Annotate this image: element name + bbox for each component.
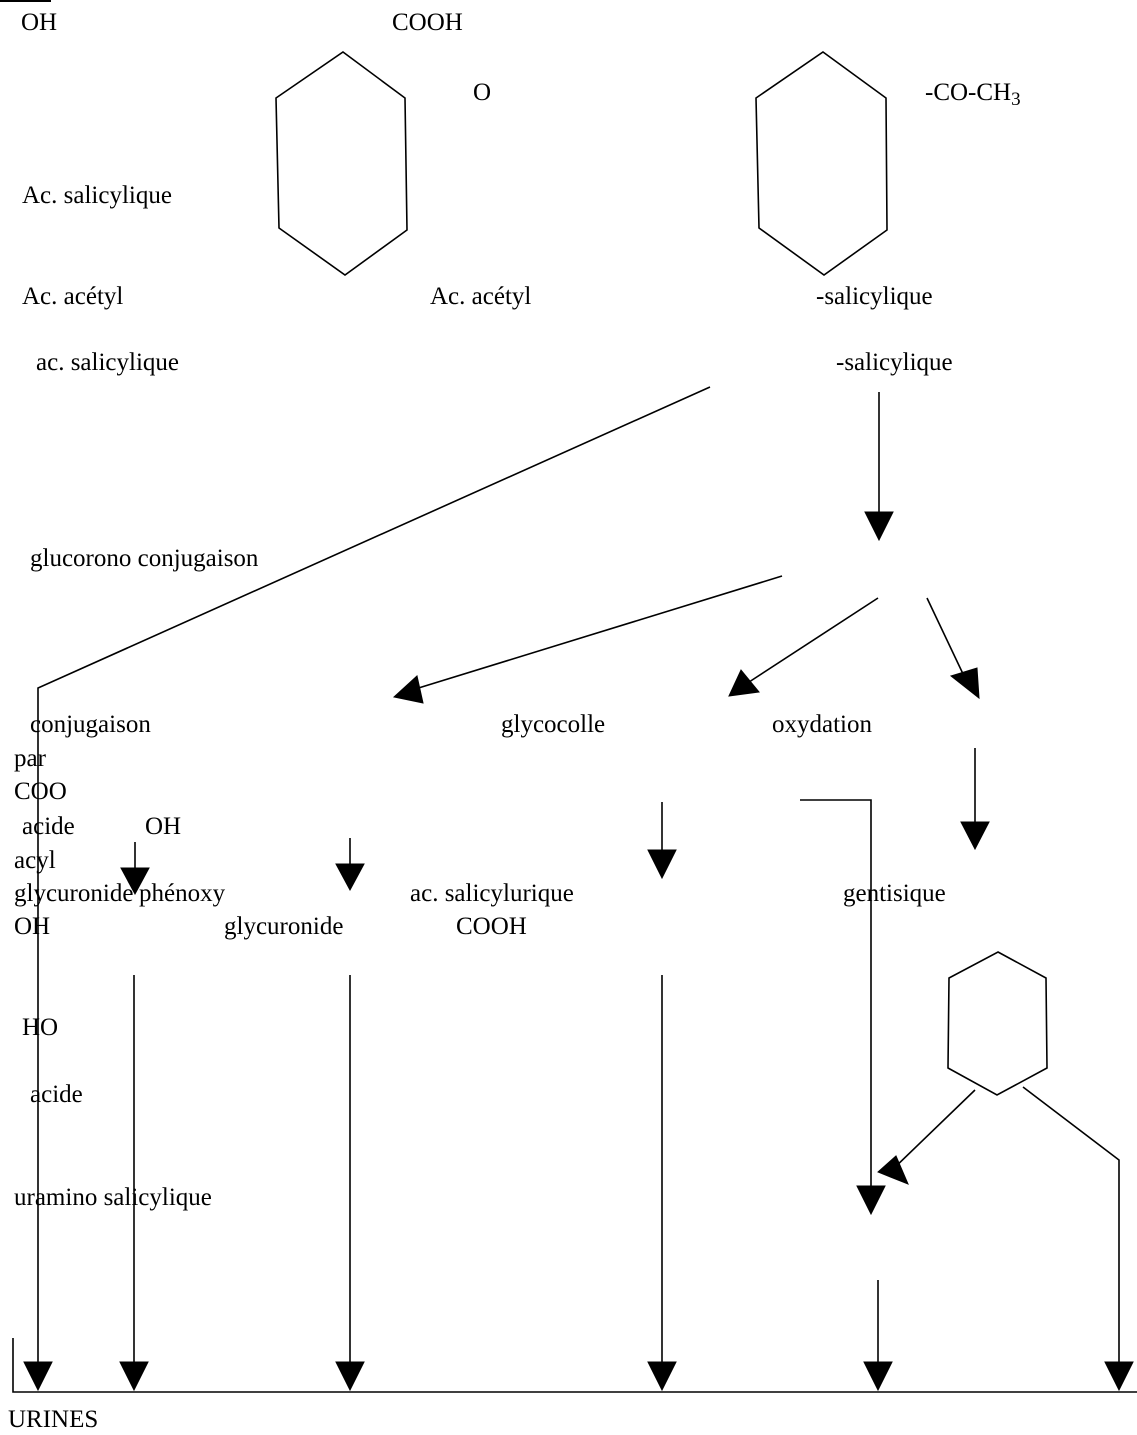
label-ac-acetyl-2: Ac. acétyl: [430, 283, 532, 310]
arrowhead-urines-6: [1104, 1361, 1134, 1392]
benzene-ring-acetylsalicylic: [755, 51, 888, 276]
arrowhead-urines-2: [119, 1361, 149, 1392]
label-coch3-sub: 3: [1011, 89, 1021, 110]
arrowhead-oxydation-down: [960, 821, 990, 851]
label-salicylique-2: -salicylique: [836, 349, 953, 376]
label-o-top: O: [473, 79, 492, 106]
label-ac-salicylique: Ac. salicylique: [22, 182, 172, 209]
label-acide-2: acide: [30, 1081, 83, 1108]
urines-baseline: [12, 1338, 1137, 1393]
label-acyl: acyl: [14, 847, 56, 874]
label-coch3: -CO-CH3: [925, 78, 1021, 110]
header-rule: [0, 0, 51, 2]
label-glycuronide-2: glycuronide: [224, 913, 344, 940]
label-oh-low: OH: [14, 913, 51, 940]
label-coo: COO: [14, 778, 67, 805]
label-oxydation: oxydation: [772, 711, 872, 738]
label-gentisique: gentisique: [843, 880, 946, 907]
line-glucorono-branch: [37, 386, 711, 1365]
label-glycuronide-1: glycuronide: [14, 880, 134, 907]
arrowhead-glycocolle-short: [647, 849, 677, 880]
label-oh-mid: OH: [145, 813, 182, 840]
line-salicylurique-route: [800, 799, 872, 1186]
line-to-oxydation: [926, 597, 965, 677]
label-coch3-main: -CO-CH: [925, 79, 1012, 106]
label-ac-salicylique-2: ac. salicylique: [36, 349, 179, 376]
arrowhead-conjugaison: [392, 675, 424, 704]
arrowhead-main: [864, 511, 894, 542]
label-glycocolle: glycocolle: [501, 711, 606, 738]
label-ac-salicylurique: ac. salicylurique: [410, 880, 574, 907]
label-uramino: uramino salicylique: [14, 1184, 212, 1211]
line-to-conjugaison: [411, 575, 783, 691]
arrowhead-glycocolle: [728, 669, 760, 697]
benzene-ring-gentisic: [947, 951, 1048, 1096]
arrowhead-gentisic-left: [877, 1155, 909, 1185]
label-par: par: [14, 745, 46, 772]
arrowhead-urines-1: [23, 1361, 53, 1392]
benzene-ring-salicylic: [275, 51, 408, 276]
label-urines: URINES: [8, 1406, 99, 1433]
label-salicylique-1: -salicylique: [816, 283, 933, 310]
arrowhead-urines-3: [335, 1361, 365, 1392]
label-ac-acetyl-1: Ac. acétyl: [22, 283, 124, 310]
label-oh-top: OH: [21, 9, 58, 36]
line-gentisic-left: [889, 1089, 976, 1173]
line-to-glycocolle: [745, 597, 879, 685]
arrowhead-phenoxy-short: [335, 863, 365, 892]
arrowhead-urines-5: [863, 1361, 893, 1392]
label-acide-1: acide: [22, 813, 75, 840]
arrowhead-acyl-short: [120, 867, 150, 896]
line-gentisic-right: [1022, 1086, 1120, 1362]
label-phenoxy: phénoxy: [139, 880, 226, 907]
arrowhead-urines-4: [647, 1361, 677, 1392]
label-ho: HO: [22, 1014, 59, 1041]
arrowhead-salicylurique-route: [856, 1185, 886, 1216]
label-cooh-low: COOH: [456, 913, 527, 940]
label-conjugaison: conjugaison: [30, 711, 151, 738]
arrowhead-oxydation: [949, 667, 980, 700]
label-glucorono: glucorono conjugaison: [30, 545, 259, 572]
label-cooh-top: COOH: [392, 9, 463, 36]
